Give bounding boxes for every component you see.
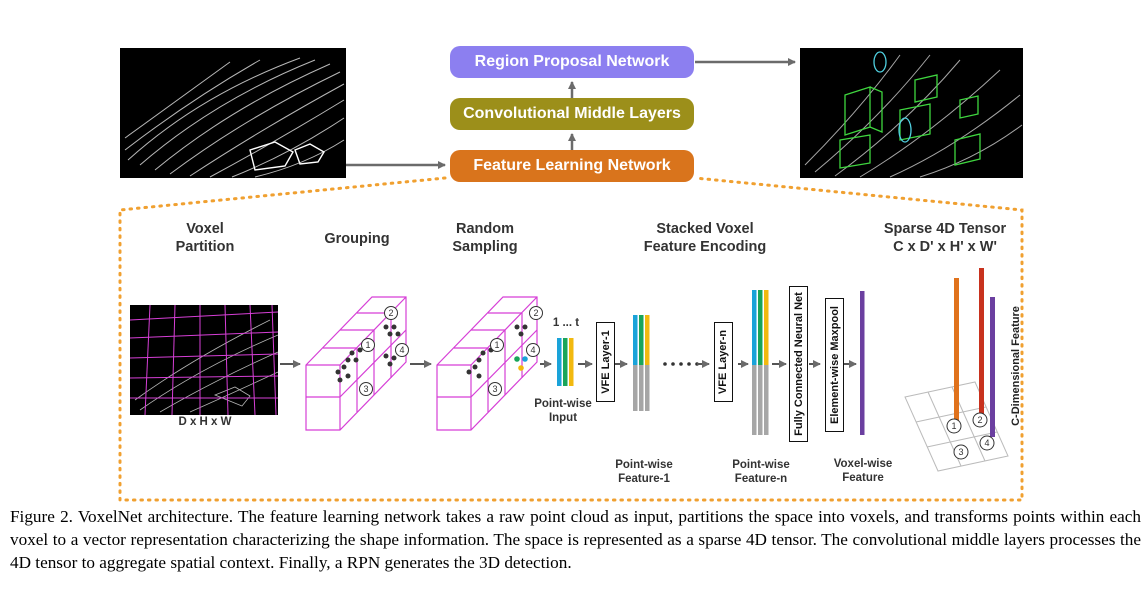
pointwise-input-line2: Input	[548, 412, 578, 424]
random-sampling-title-line1: Random	[456, 221, 514, 237]
voxel-partition-title-line2: Partition	[175, 239, 235, 255]
sample-circle-1: 1	[494, 340, 499, 350]
fully-connected-net-text: Fully Connected Neural Net	[792, 292, 805, 436]
input-point-cloud-image	[120, 48, 346, 178]
ellipsis-dots	[663, 362, 699, 366]
element-wise-maxpool-text: Element-wise Maxpool	[828, 306, 841, 424]
tensor-circle-1: 1	[951, 421, 956, 431]
convolutional-middle-layers-box: Convolutional Middle Layers	[450, 98, 694, 130]
pointwise-input-line1: Point-wise	[534, 398, 592, 410]
sample-circle-4: 4	[530, 345, 535, 355]
sparse-tensor-title-line2: C x D' x H' x W'	[893, 239, 997, 255]
voxelwise-feature-line2: Feature	[842, 472, 884, 484]
vfe-layer-n-text: VFE Layer-n	[717, 329, 730, 395]
svfe-title-line1: Stacked Voxel	[656, 221, 754, 237]
figure-caption: Figure 2. VoxelNet architecture. The fea…	[10, 507, 1141, 572]
svfe-title-line2: Feature Encoding	[643, 239, 767, 255]
grid-circle-4: 4	[399, 345, 404, 355]
voxel-number-circles	[359, 306, 543, 396]
svfe-title: Stacked Voxel Feature Encoding	[620, 220, 790, 256]
voxelwise-feature-label: Voxel-wise Feature	[823, 457, 903, 485]
voxel-partition-title-line1: Voxel	[186, 221, 224, 237]
tensor-circle-4: 4	[984, 438, 989, 448]
vfe-layer-n-box: VFE Layer-n	[714, 322, 733, 402]
sparse-tensor-title: Sparse 4D Tensor C x D' x H' x W'	[870, 220, 1020, 256]
feature-learning-network-box: Feature Learning Network	[450, 150, 694, 182]
tensor-circle-3: 3	[958, 447, 963, 457]
pointwise-feature-n-line2: Feature-n	[734, 473, 788, 485]
pointwise-feature-n-line1: Point-wise	[732, 459, 790, 471]
region-proposal-network-box: Region Proposal Network	[450, 46, 694, 78]
sparse-tensor-bars	[954, 268, 995, 437]
c-dimensional-feature-label: C-Dimensional Feature	[1010, 306, 1022, 426]
vfe-layer-1-box: VFE Layer-1	[596, 322, 615, 402]
sample-circle-2: 2	[533, 308, 538, 318]
grid-circle-2: 2	[388, 308, 393, 318]
fully-connected-net-box: Fully Connected Neural Net	[789, 286, 808, 442]
pointwise-feature-1-line1: Point-wise	[615, 459, 673, 471]
feature-learning-detail-border	[118, 176, 1024, 502]
vfe-layer-1-text: VFE Layer-1	[599, 330, 612, 394]
grid-circle-3: 3	[363, 384, 368, 394]
sparse-tensor-circles	[946, 412, 995, 460]
sparse-tensor-numbers: 1 2 3 4	[951, 415, 989, 457]
dhw-label: D x H x W	[178, 416, 232, 428]
voxel-partition-image	[129, 304, 279, 416]
pointwise-feature-n-label: Point-wise Feature-n	[721, 458, 801, 486]
voxelwise-feature-line1: Voxel-wise	[833, 458, 893, 470]
sampling-voxel-grid	[436, 296, 538, 431]
pointwise-feature-1-label: Point-wise Feature-1	[604, 458, 684, 486]
top-arrows	[346, 58, 796, 169]
sparse-tensor-title-line1: Sparse 4D Tensor	[883, 221, 1007, 237]
element-wise-maxpool-box: Element-wise Maxpool	[825, 298, 844, 432]
grouping-title: Grouping	[324, 231, 390, 247]
grid-circle-1: 1	[365, 340, 370, 350]
voxel-number-text: 2 1 4 3 2 1 4 3	[363, 308, 538, 394]
grouping-points	[335, 324, 401, 383]
pointwise-input-label: Point-wise Input	[523, 397, 603, 425]
random-sampling-title: Random Sampling	[430, 220, 540, 256]
pointwise-feature-1-bars	[633, 315, 650, 411]
tensor-circle-2: 2	[977, 415, 982, 425]
voxelwise-feature-bar	[860, 291, 865, 435]
output-detection-image	[800, 48, 1023, 178]
one-to-t-label: 1 ... t	[552, 317, 580, 329]
pointwise-feature-1-line2: Feature-1	[618, 473, 670, 485]
voxel-partition-title: Voxel Partition	[150, 220, 260, 256]
random-sampling-title-line2: Sampling	[452, 239, 518, 255]
pointwise-feature-n-bars	[752, 290, 769, 435]
pointwise-input-bars	[557, 338, 574, 386]
sample-circle-3: 3	[492, 384, 497, 394]
